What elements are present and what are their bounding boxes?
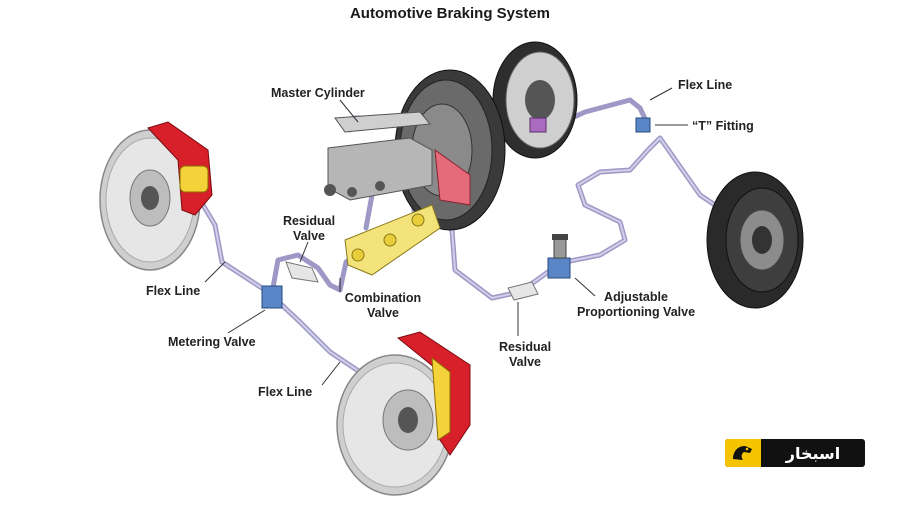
disc-brake-icon xyxy=(99,121,213,271)
label-adjustable-proportioning-valve: Adjustable Proportioning Valve xyxy=(567,290,705,320)
brake-line-rear xyxy=(562,135,733,265)
brake-line-rear-upper xyxy=(569,97,651,128)
brake-line-to-residual-left xyxy=(269,252,359,296)
label-flex-line-top: Flex Line xyxy=(678,78,733,92)
leader-lines xyxy=(204,87,688,386)
label-flex-line-bottom: Flex Line xyxy=(258,385,313,399)
label-t-fitting: “T” Fitting xyxy=(692,119,754,133)
label-master-cylinder: Master Cylinder xyxy=(271,86,365,100)
proportioning-valve-icon xyxy=(547,234,571,279)
label-metering-valve: Metering Valve xyxy=(168,335,256,349)
label-flex-line-left: Flex Line xyxy=(146,284,201,298)
logo-text: اسبخار xyxy=(785,443,841,463)
drum-brake-icon xyxy=(492,41,578,159)
label-residual-valve-left-line2: Valve xyxy=(293,229,325,243)
residual-valve-icon xyxy=(285,261,539,301)
label-residual-valve-right: Residual Valve xyxy=(494,340,556,370)
combination-valve-icon xyxy=(344,204,441,276)
label-residual-valve-right-line1: Residual xyxy=(498,340,552,354)
label-residual-valve-left: Residual Valve xyxy=(278,214,340,244)
brake-line-combination-to-rear xyxy=(437,217,563,301)
horse-head-icon xyxy=(725,439,761,467)
label-adjustable-line1: Adjustable xyxy=(604,290,668,304)
master-cylinder-icon xyxy=(324,111,433,201)
label-combination-valve: Combination Valve xyxy=(336,291,430,321)
disc-brake-icon xyxy=(336,331,471,496)
metering-valve-icon xyxy=(261,285,283,309)
label-combination-valve-line1: Combination xyxy=(344,291,422,305)
diagram-title: Automotive Braking System xyxy=(349,5,551,22)
t-fitting-icon xyxy=(635,117,651,133)
label-residual-valve-left-line1: Residual xyxy=(282,214,336,228)
brand-logo: اسبخار xyxy=(725,439,865,467)
label-adjustable-line2: Proportioning Valve xyxy=(576,305,696,319)
label-residual-valve-right-line2: Valve xyxy=(509,355,541,369)
label-combination-valve-line2: Valve xyxy=(367,306,399,320)
drum-brake-icon xyxy=(706,171,804,309)
